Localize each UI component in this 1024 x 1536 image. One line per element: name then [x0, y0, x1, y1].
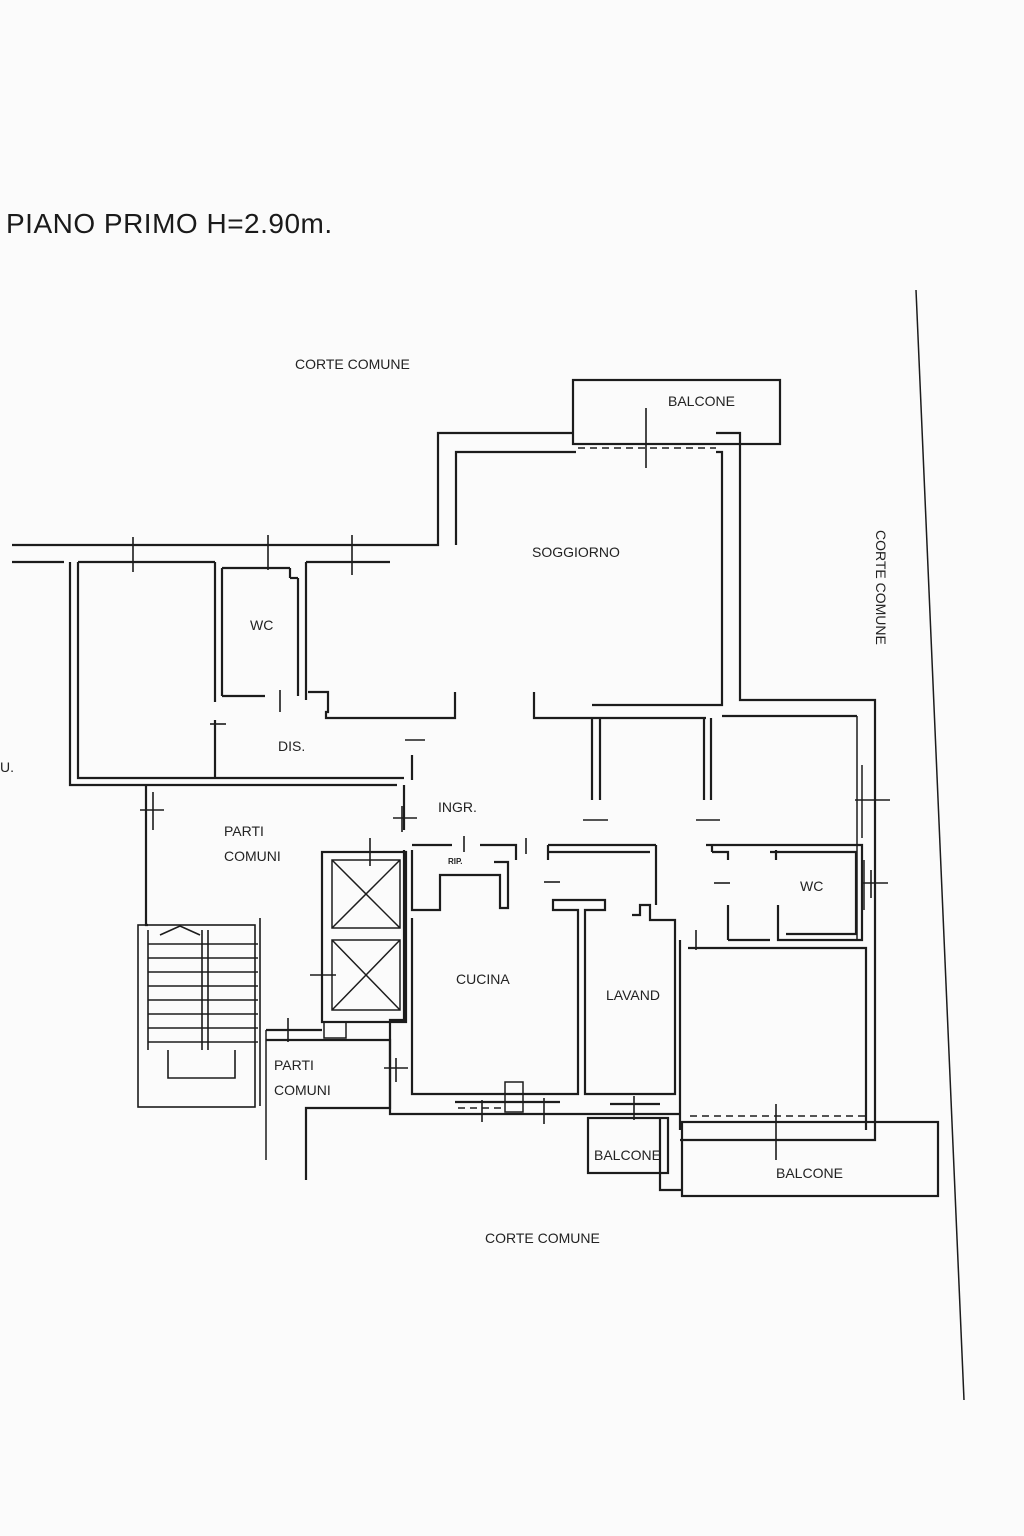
elevator-shafts	[265, 838, 408, 1160]
laundry-walls	[610, 1096, 660, 1120]
closet-label: RIP.	[448, 857, 463, 866]
right-wc-walls	[706, 843, 888, 942]
court-label-bottom: CORTE COMUNE	[485, 1230, 600, 1246]
bottom-right-room-walls	[678, 930, 868, 1160]
balcony-label-bottom-small: BALCONE	[594, 1147, 661, 1163]
edge-mark-label: U.	[0, 759, 14, 775]
wc-left-label: WC	[250, 617, 273, 633]
entrance-walls	[388, 836, 680, 1116]
middle-room-walls	[304, 535, 457, 720]
hall-label: DIS.	[278, 738, 305, 754]
balcony-label-bottom-large: BALCONE	[776, 1165, 843, 1181]
common-area-2-label-line2: COMUNI	[274, 1082, 331, 1098]
balcony-bottom-small	[586, 1116, 670, 1175]
left-bedroom-walls	[78, 537, 265, 778]
laundry-label: LAVAND	[606, 987, 660, 1003]
common-area-2-label-line1: PARTI	[274, 1057, 314, 1073]
staircase	[137, 918, 261, 1108]
left-wc-walls	[222, 535, 300, 712]
balcony-label-top: BALCONE	[668, 393, 735, 409]
balcony-top	[571, 378, 782, 468]
common-area-1-label-line1: PARTI	[224, 823, 264, 839]
living-room-label: SOGGIORNO	[532, 544, 620, 560]
property-boundary-line	[915, 289, 965, 1401]
kitchen-label: CUCINA	[456, 971, 510, 987]
living-lower-walls	[532, 692, 890, 838]
court-label-right: CORTE COMUNE	[873, 530, 889, 645]
corridor-walls	[137, 723, 425, 787]
court-label-top: CORTE COMUNE	[295, 356, 410, 372]
plan-title: PIANO PRIMO H=2.90m.	[6, 208, 333, 239]
outer-walls	[12, 431, 877, 1142]
entrance-label: INGR.	[438, 799, 477, 815]
kitchen-walls	[410, 843, 677, 1124]
balcony-bottom-large	[658, 1118, 940, 1198]
common-area-1-label-line2: COMUNI	[224, 848, 281, 864]
wc-right-label: WC	[800, 878, 823, 894]
